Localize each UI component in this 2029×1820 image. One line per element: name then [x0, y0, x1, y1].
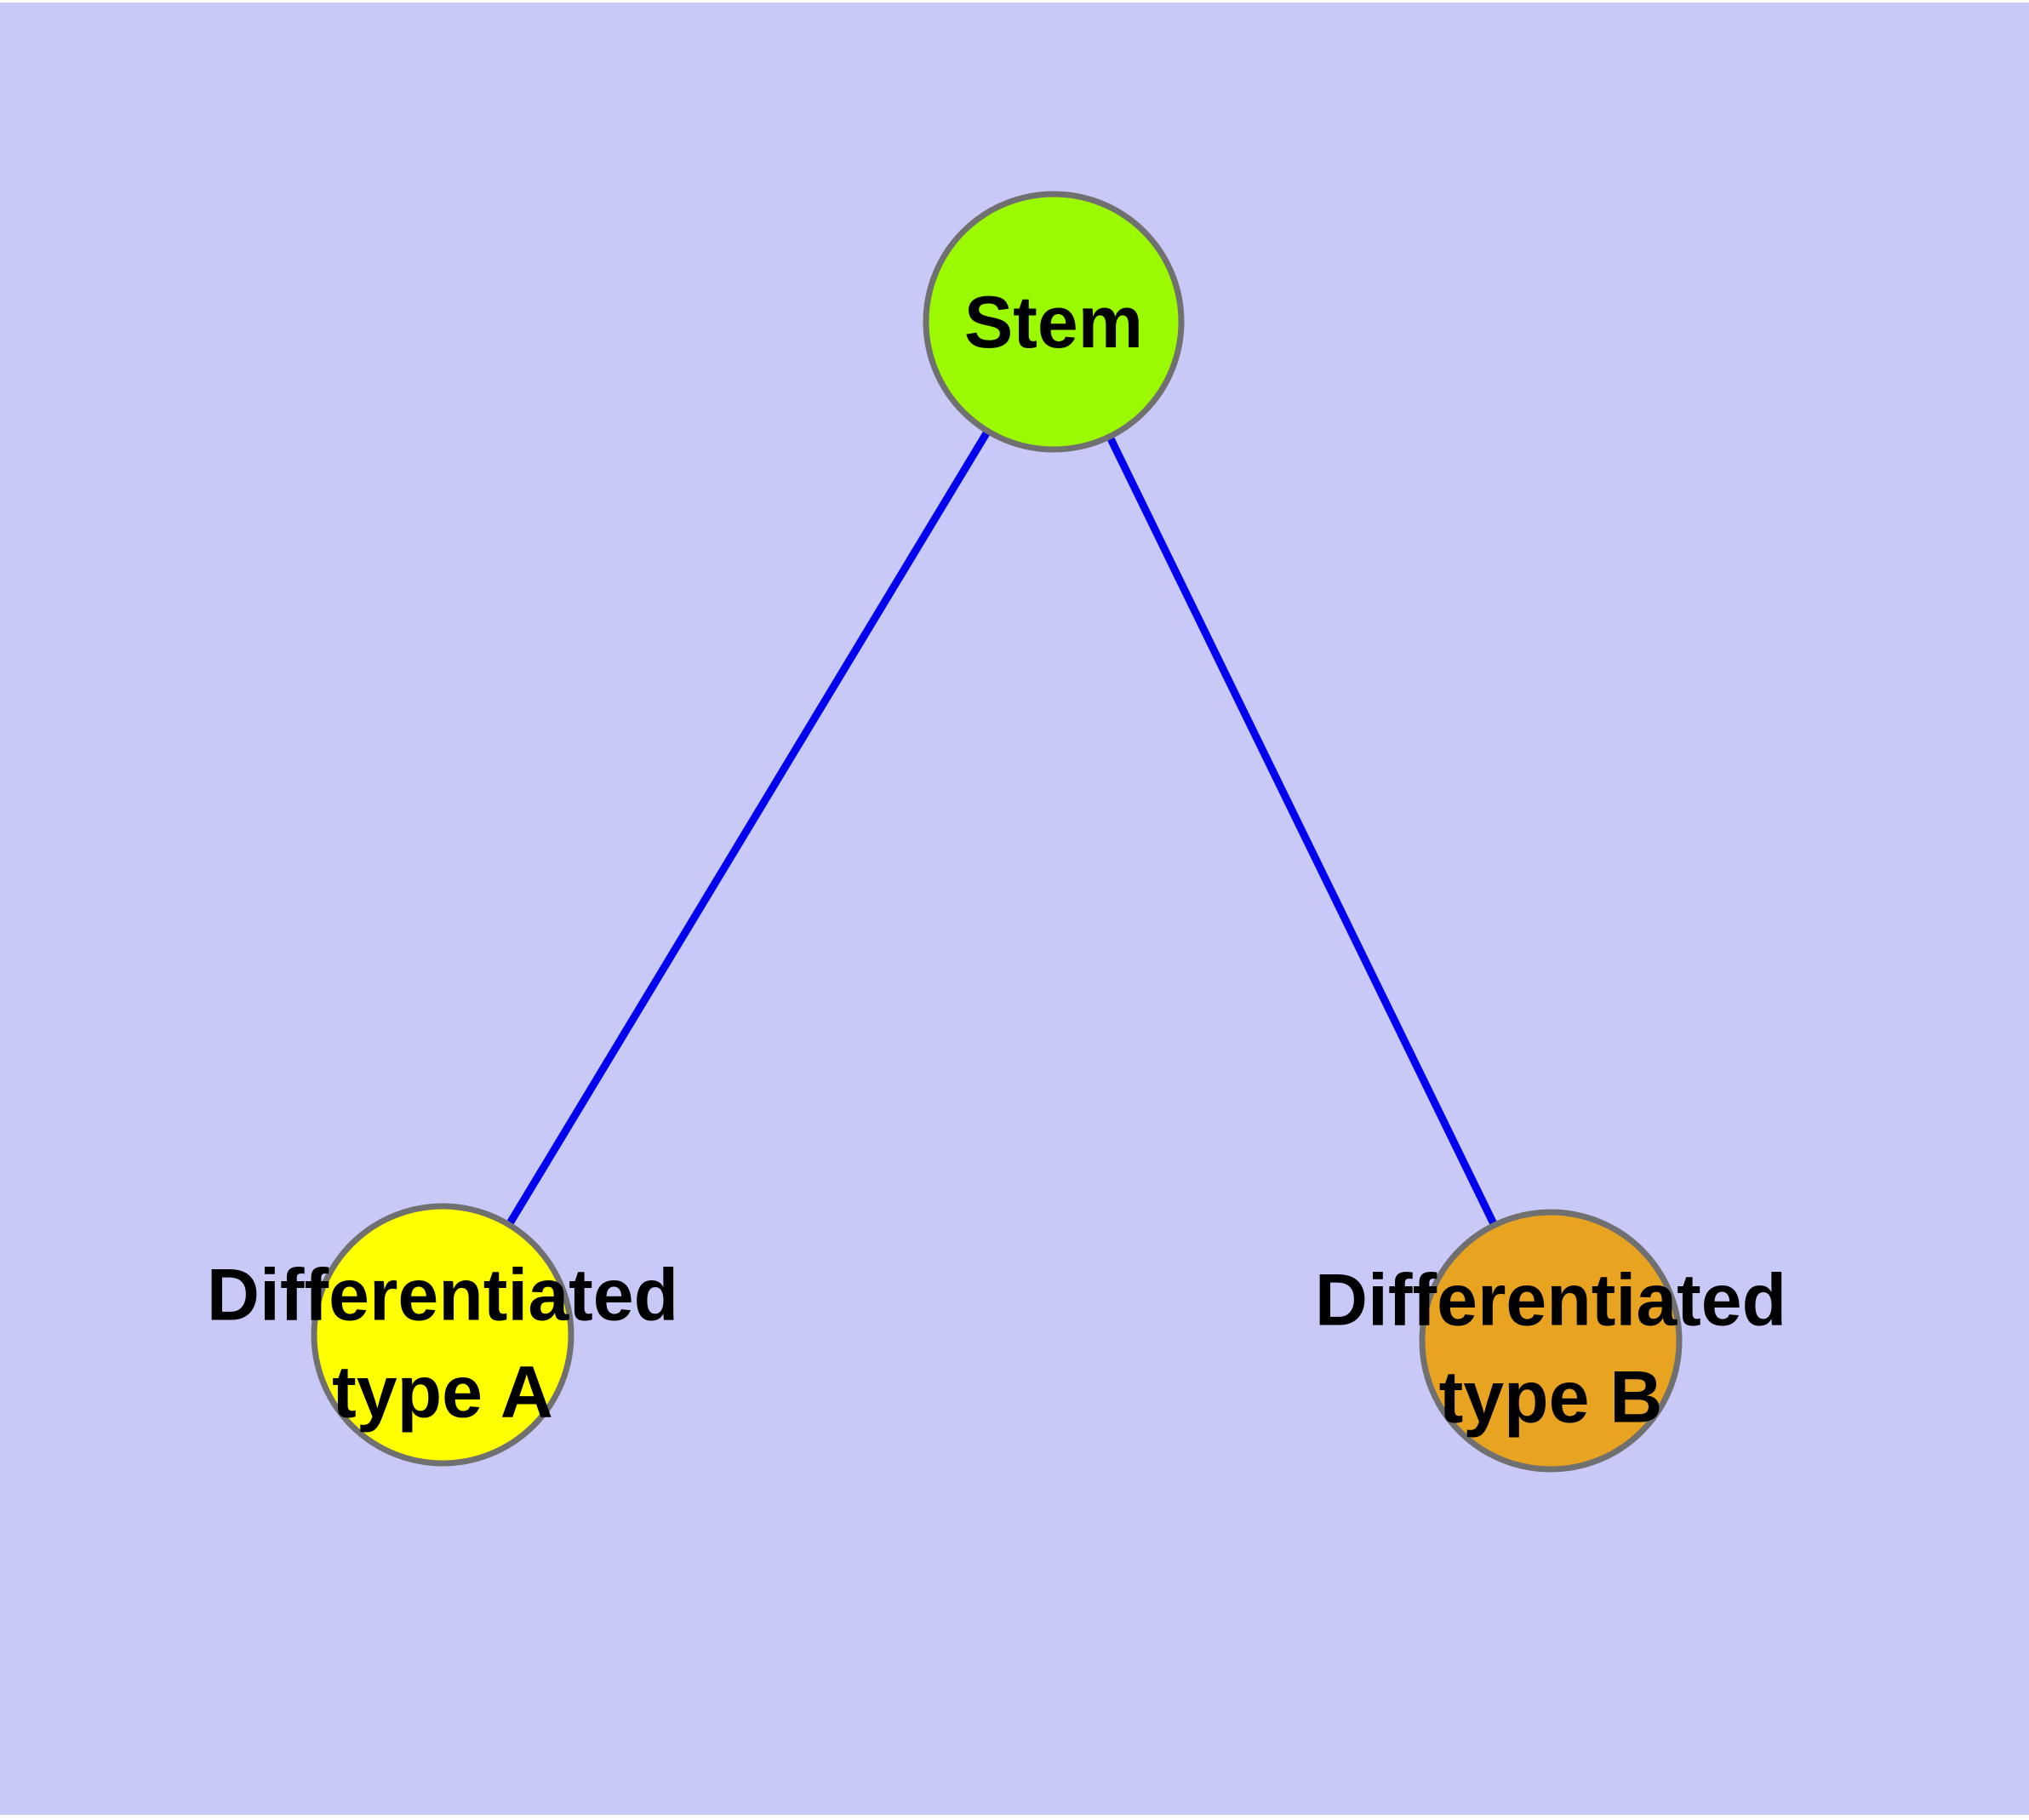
edge-stem-to-type-b[interactable] — [1049, 320, 1555, 1342]
diagram-canvas: Stem Differentiated type A Differentiate… — [0, 3, 2029, 1815]
node-differentiated-type-b[interactable] — [1419, 1209, 1683, 1473]
graph-svg — [0, 3, 2029, 1815]
node-stem[interactable] — [923, 191, 1185, 453]
edge-stem-to-type-a[interactable] — [439, 319, 1057, 1337]
node-differentiated-type-a[interactable] — [311, 1203, 574, 1467]
